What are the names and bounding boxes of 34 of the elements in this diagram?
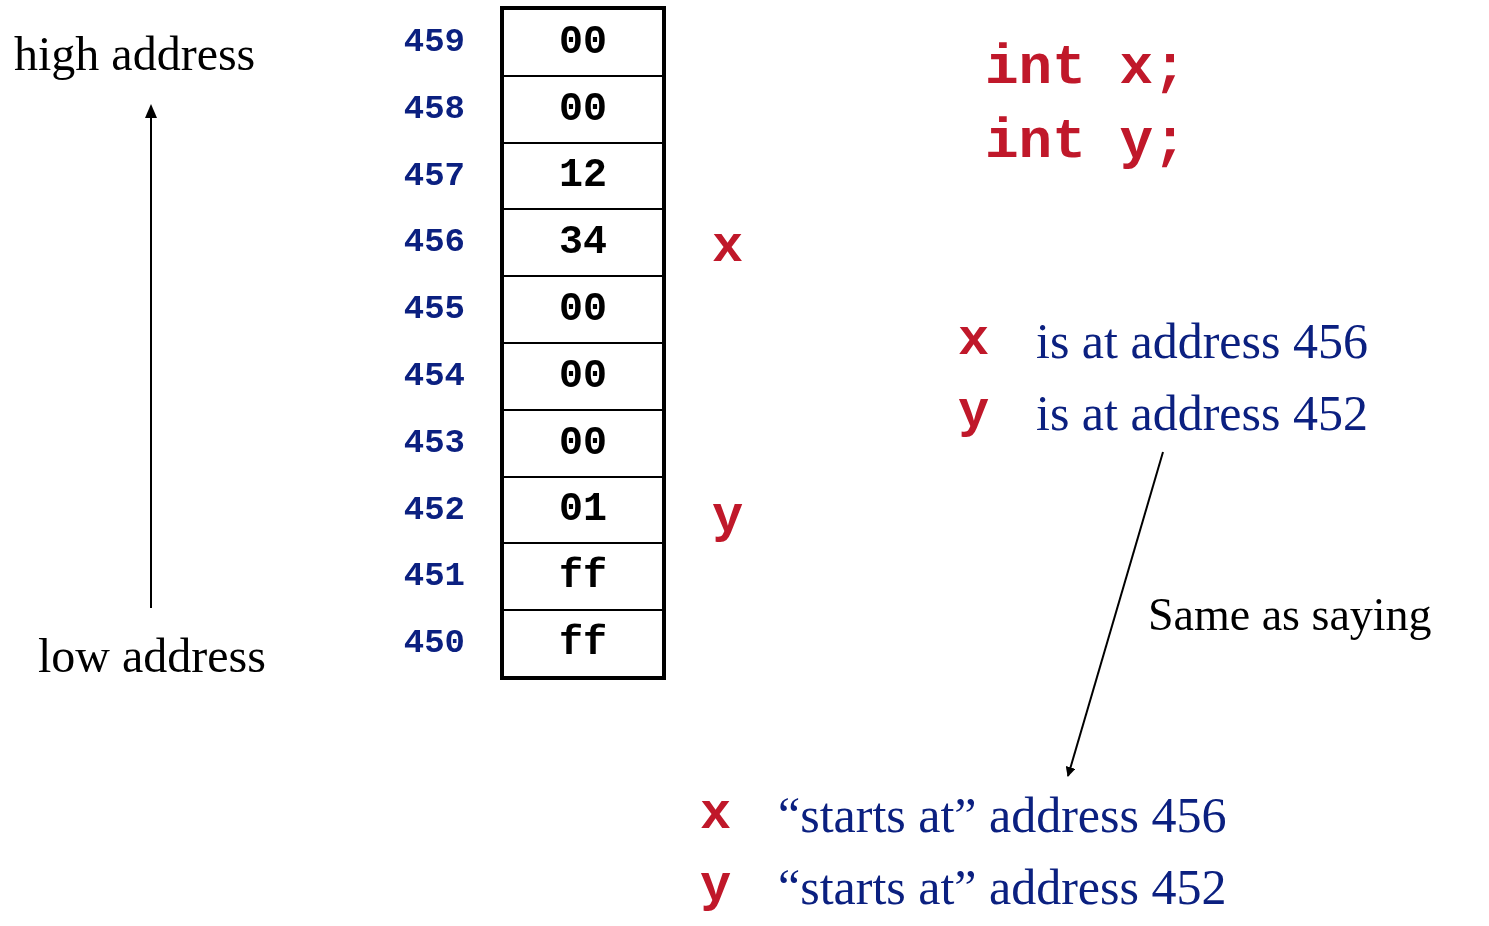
address-note: is at address 456 [1036, 312, 1368, 371]
code-line: int y; [985, 110, 1187, 174]
variable-name: x [958, 310, 991, 372]
code-line: int x; [985, 36, 1187, 100]
variable-name: x [700, 784, 733, 846]
arrow [1065, 451, 1164, 777]
axis-label: low address [38, 628, 266, 683]
address-label: 453 [402, 423, 465, 462]
memory-cell: 00 [503, 276, 663, 343]
address-label: 459 [402, 23, 465, 61]
axis-label: high address [14, 26, 256, 81]
address-note: “starts at” address 456 [778, 786, 1227, 845]
memory-cell: 00 [503, 75, 663, 143]
memory-cell: ff [503, 543, 663, 611]
variable-name: y [700, 856, 733, 918]
variable-marker: y [712, 488, 744, 547]
memory-cell: 12 [503, 142, 663, 210]
address-label: 456 [402, 223, 465, 262]
address-label: 450 [402, 624, 465, 663]
address-label: 451 [402, 557, 465, 596]
address-note: “starts at” address 452 [778, 858, 1227, 917]
edge-label: Same as saying [1148, 588, 1432, 641]
variable-name: y [958, 382, 991, 444]
memory-cell: 34 [503, 209, 663, 277]
address-label: 454 [402, 357, 465, 395]
address-label: 452 [402, 490, 465, 529]
address-label: 455 [402, 290, 465, 329]
address-note: is at address 452 [1036, 384, 1368, 443]
memory-cell: 00 [503, 343, 663, 410]
address-label: 458 [402, 89, 465, 128]
address-label: 457 [402, 156, 465, 195]
variable-marker: x [712, 218, 744, 277]
memory-cell: 01 [503, 476, 663, 544]
memory-cell: 00 [503, 409, 663, 477]
